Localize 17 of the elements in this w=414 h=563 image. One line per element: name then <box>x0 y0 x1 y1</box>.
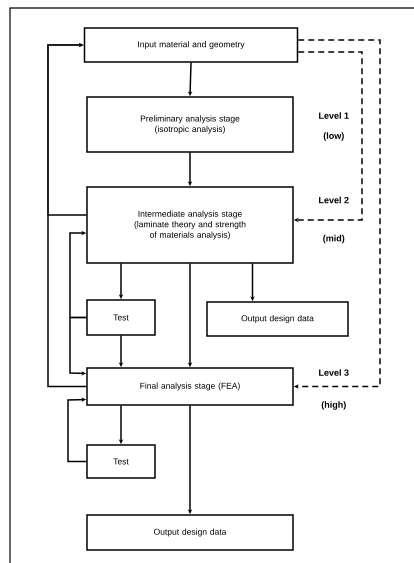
analysis-box: Final analysis stage (FEA) <box>86 367 294 406</box>
analysis-box: Output design data <box>206 301 349 337</box>
level-label: Level 3 <box>319 369 349 376</box>
level-label: (mid) <box>323 234 344 244</box>
analysis-box: Input material and geometry <box>84 27 298 63</box>
analysis-box: Test <box>86 444 156 479</box>
analysis-box: Test <box>86 299 156 336</box>
analysis-box: Preliminary analysis stage (isotropic analysis) <box>86 96 294 153</box>
level-label: Level 1 <box>319 112 349 119</box>
arrow <box>69 230 86 318</box>
level-label: (high) <box>322 401 346 410</box>
arrow <box>67 397 86 462</box>
analysis-box: Intermediate analysis stage (laminate theory and strength of materials analysis) <box>86 186 294 264</box>
level-label: (low) <box>324 132 344 141</box>
arrow <box>47 42 86 216</box>
analysis-box: Output design data <box>86 514 294 551</box>
level-label: Level 2 <box>319 196 349 204</box>
